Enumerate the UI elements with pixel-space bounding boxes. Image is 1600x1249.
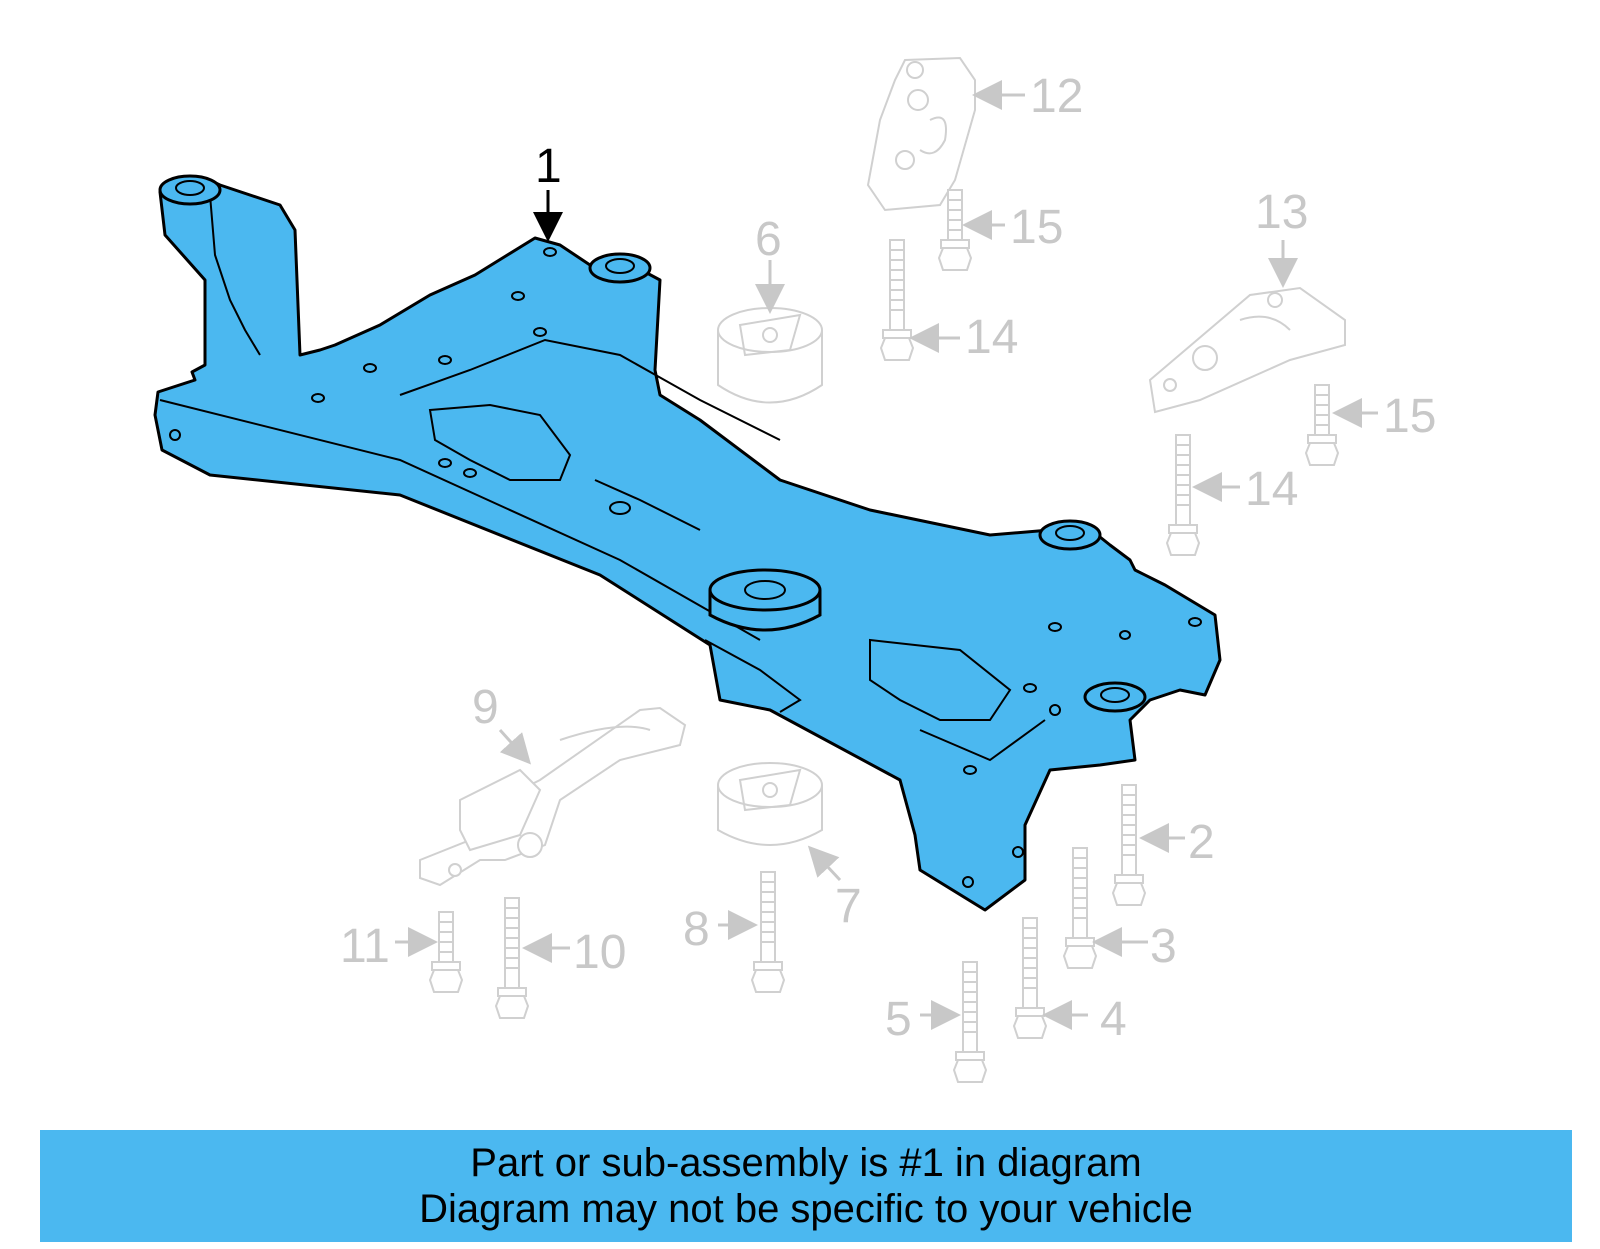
part-8-bolt: [751, 871, 785, 993]
part-13-mount-bracket: [1148, 286, 1346, 414]
callout-6: 6: [755, 213, 782, 266]
callout-15-upper: 15: [1010, 201, 1063, 254]
callout-8: 8: [683, 903, 710, 956]
part-6-bushing: [717, 307, 823, 404]
callout-13: 13: [1255, 186, 1308, 239]
part-1-subframe: [153, 174, 1222, 912]
callout-10: 10: [573, 926, 626, 979]
part-15-bolt-upper: [938, 189, 972, 271]
callout-4: 4: [1100, 993, 1127, 1046]
part-7-bushing: [717, 762, 823, 846]
callout-11: 11: [340, 920, 390, 973]
part-12-mount-bracket: [866, 56, 976, 212]
callout-15-lower: 15: [1383, 390, 1436, 443]
part-2-bolt: [1112, 784, 1146, 906]
callout-9: 9: [472, 681, 499, 734]
banner-line-1: Part or sub-assembly is #1 in diagram: [470, 1141, 1142, 1185]
callout-5: 5: [885, 993, 912, 1046]
leader-7: [807, 845, 842, 882]
part-11-bolt: [429, 911, 463, 993]
leader-9: [498, 728, 532, 765]
callout-14-upper: 14: [965, 311, 1018, 364]
part-3-bolt: [1063, 847, 1097, 969]
callout-2: 2: [1188, 816, 1215, 869]
banner-line-2: Diagram may not be specific to your vehi…: [419, 1187, 1193, 1231]
part-10-bolt: [495, 897, 529, 1019]
part-15-bolt-lower: [1305, 384, 1339, 466]
part-5-bolt: [953, 961, 987, 1083]
info-banner: Part or sub-assembly is #1 in diagram Di…: [40, 1130, 1572, 1242]
part-14-bolt-lower: [1166, 434, 1200, 556]
callout-3: 3: [1150, 920, 1177, 973]
part-4-bolt: [1013, 917, 1047, 1039]
part-9-torque-mount: [419, 706, 687, 887]
part-14-bolt-upper: [880, 239, 914, 361]
callout-14-lower: 14: [1245, 463, 1298, 516]
callout-12: 12: [1030, 70, 1083, 123]
callout-7: 7: [835, 880, 862, 933]
callout-1: 1: [535, 140, 562, 193]
